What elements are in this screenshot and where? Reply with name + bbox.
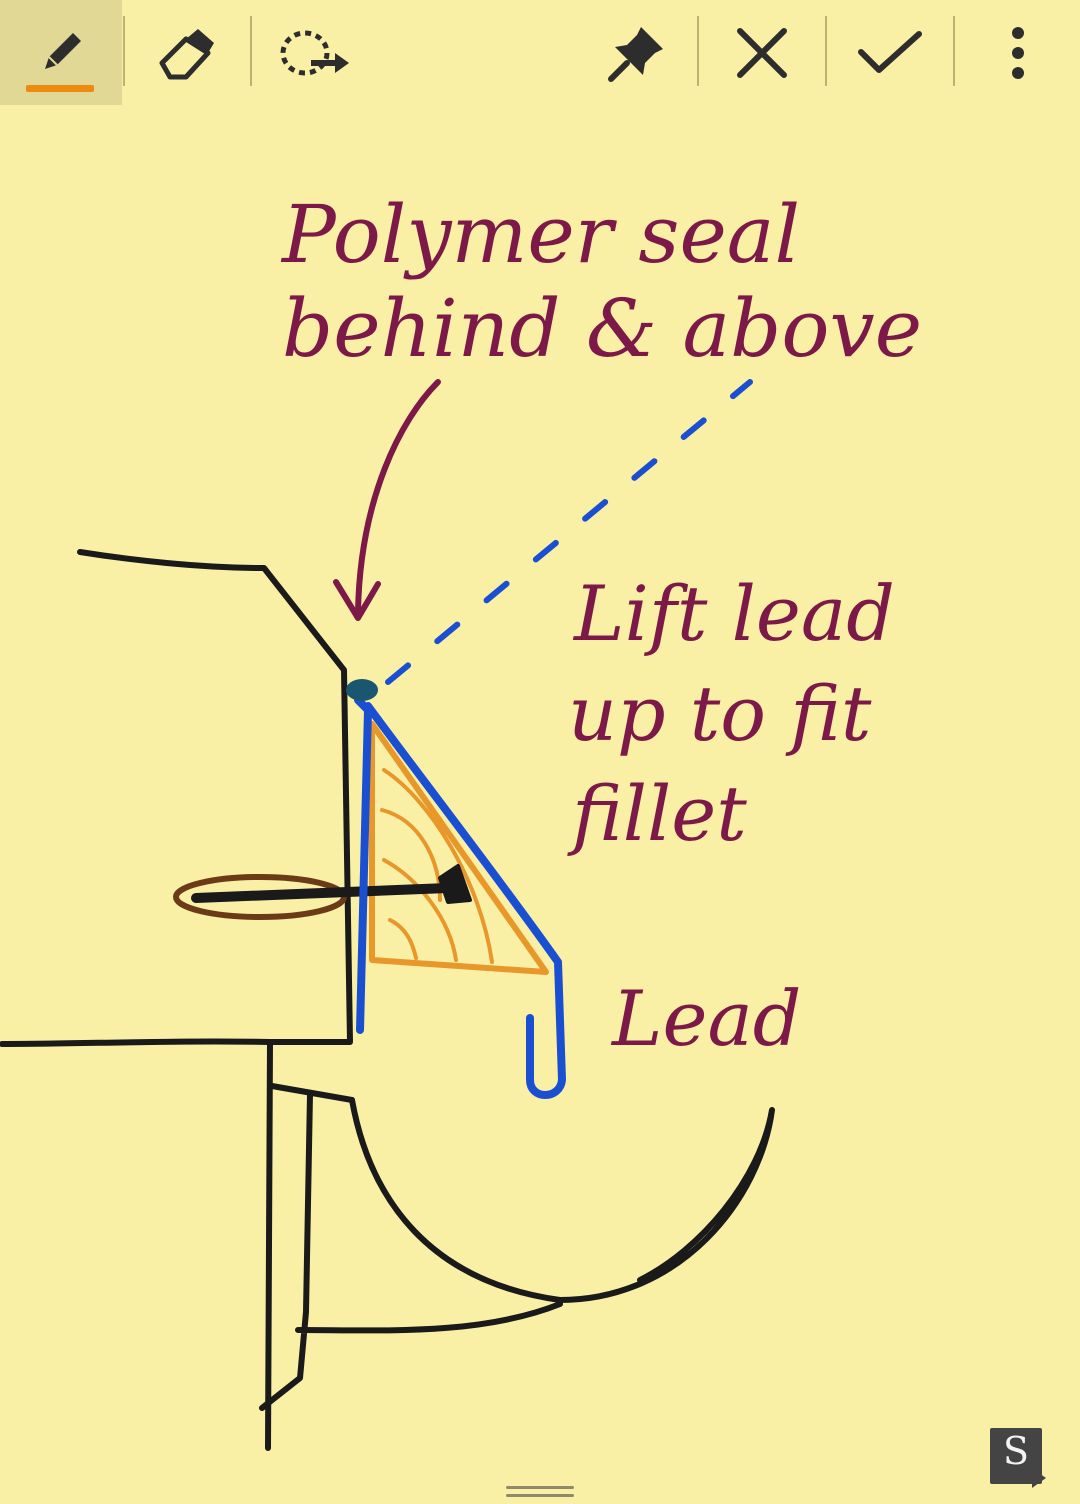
save-button[interactable]	[828, 0, 952, 105]
roof-outline	[0, 549, 353, 1047]
eraser-tool-button[interactable]	[126, 0, 248, 105]
lift-label-line2: up to fit	[568, 669, 872, 758]
check-icon	[858, 30, 922, 73]
seal-arrow-shaft	[355, 379, 441, 615]
toolbar	[0, 0, 1080, 108]
toolbar-divider	[123, 16, 125, 86]
screw-shaft	[191, 883, 453, 903]
lasso-select-tool-button[interactable]	[254, 0, 376, 105]
seal-label-line1: Polymer seal	[280, 188, 800, 281]
seal-arrow-head	[333, 579, 381, 621]
share-arrow-icon	[1016, 1468, 1046, 1488]
lift-dashed-line	[385, 379, 753, 685]
lift-label-line3: fillet	[567, 769, 747, 858]
close-icon	[737, 27, 787, 78]
s-pen-badge-label: S	[1002, 1429, 1030, 1473]
seal-label-line2: behind & above	[282, 282, 922, 375]
polymer-seal	[346, 679, 378, 701]
toolbar-divider	[250, 16, 252, 86]
pin-button[interactable]	[578, 0, 696, 105]
active-tool-indicator	[26, 85, 94, 92]
lead-flashing	[354, 696, 566, 1099]
more-options-button[interactable]	[956, 0, 1080, 105]
gutter-curve	[349, 1097, 775, 1303]
lasso-select-icon	[280, 30, 349, 75]
discard-button[interactable]	[700, 0, 824, 105]
toolbar-divider	[697, 16, 699, 86]
fillet-triangle	[369, 721, 549, 975]
pen-icon	[45, 32, 81, 69]
eraser-icon	[159, 28, 214, 79]
drag-handle-line	[506, 1494, 574, 1497]
drag-handle[interactable]	[506, 1486, 574, 1504]
pen-tool-button[interactable]	[0, 0, 122, 105]
wall-vertical	[265, 1039, 273, 1451]
more-vertical-icon	[1012, 26, 1024, 79]
lead-label: Lead	[610, 974, 801, 1063]
pin-icon	[608, 26, 663, 82]
fascia-board	[259, 1083, 563, 1411]
lift-label-line1: Lift lead	[572, 569, 895, 658]
s-pen-badge[interactable]: S	[990, 1428, 1046, 1488]
toolbar-divider	[953, 16, 955, 86]
screw-head	[438, 864, 472, 904]
fillet-grain	[380, 768, 494, 964]
toolbar-divider	[825, 16, 827, 86]
drag-handle-line	[506, 1486, 574, 1489]
